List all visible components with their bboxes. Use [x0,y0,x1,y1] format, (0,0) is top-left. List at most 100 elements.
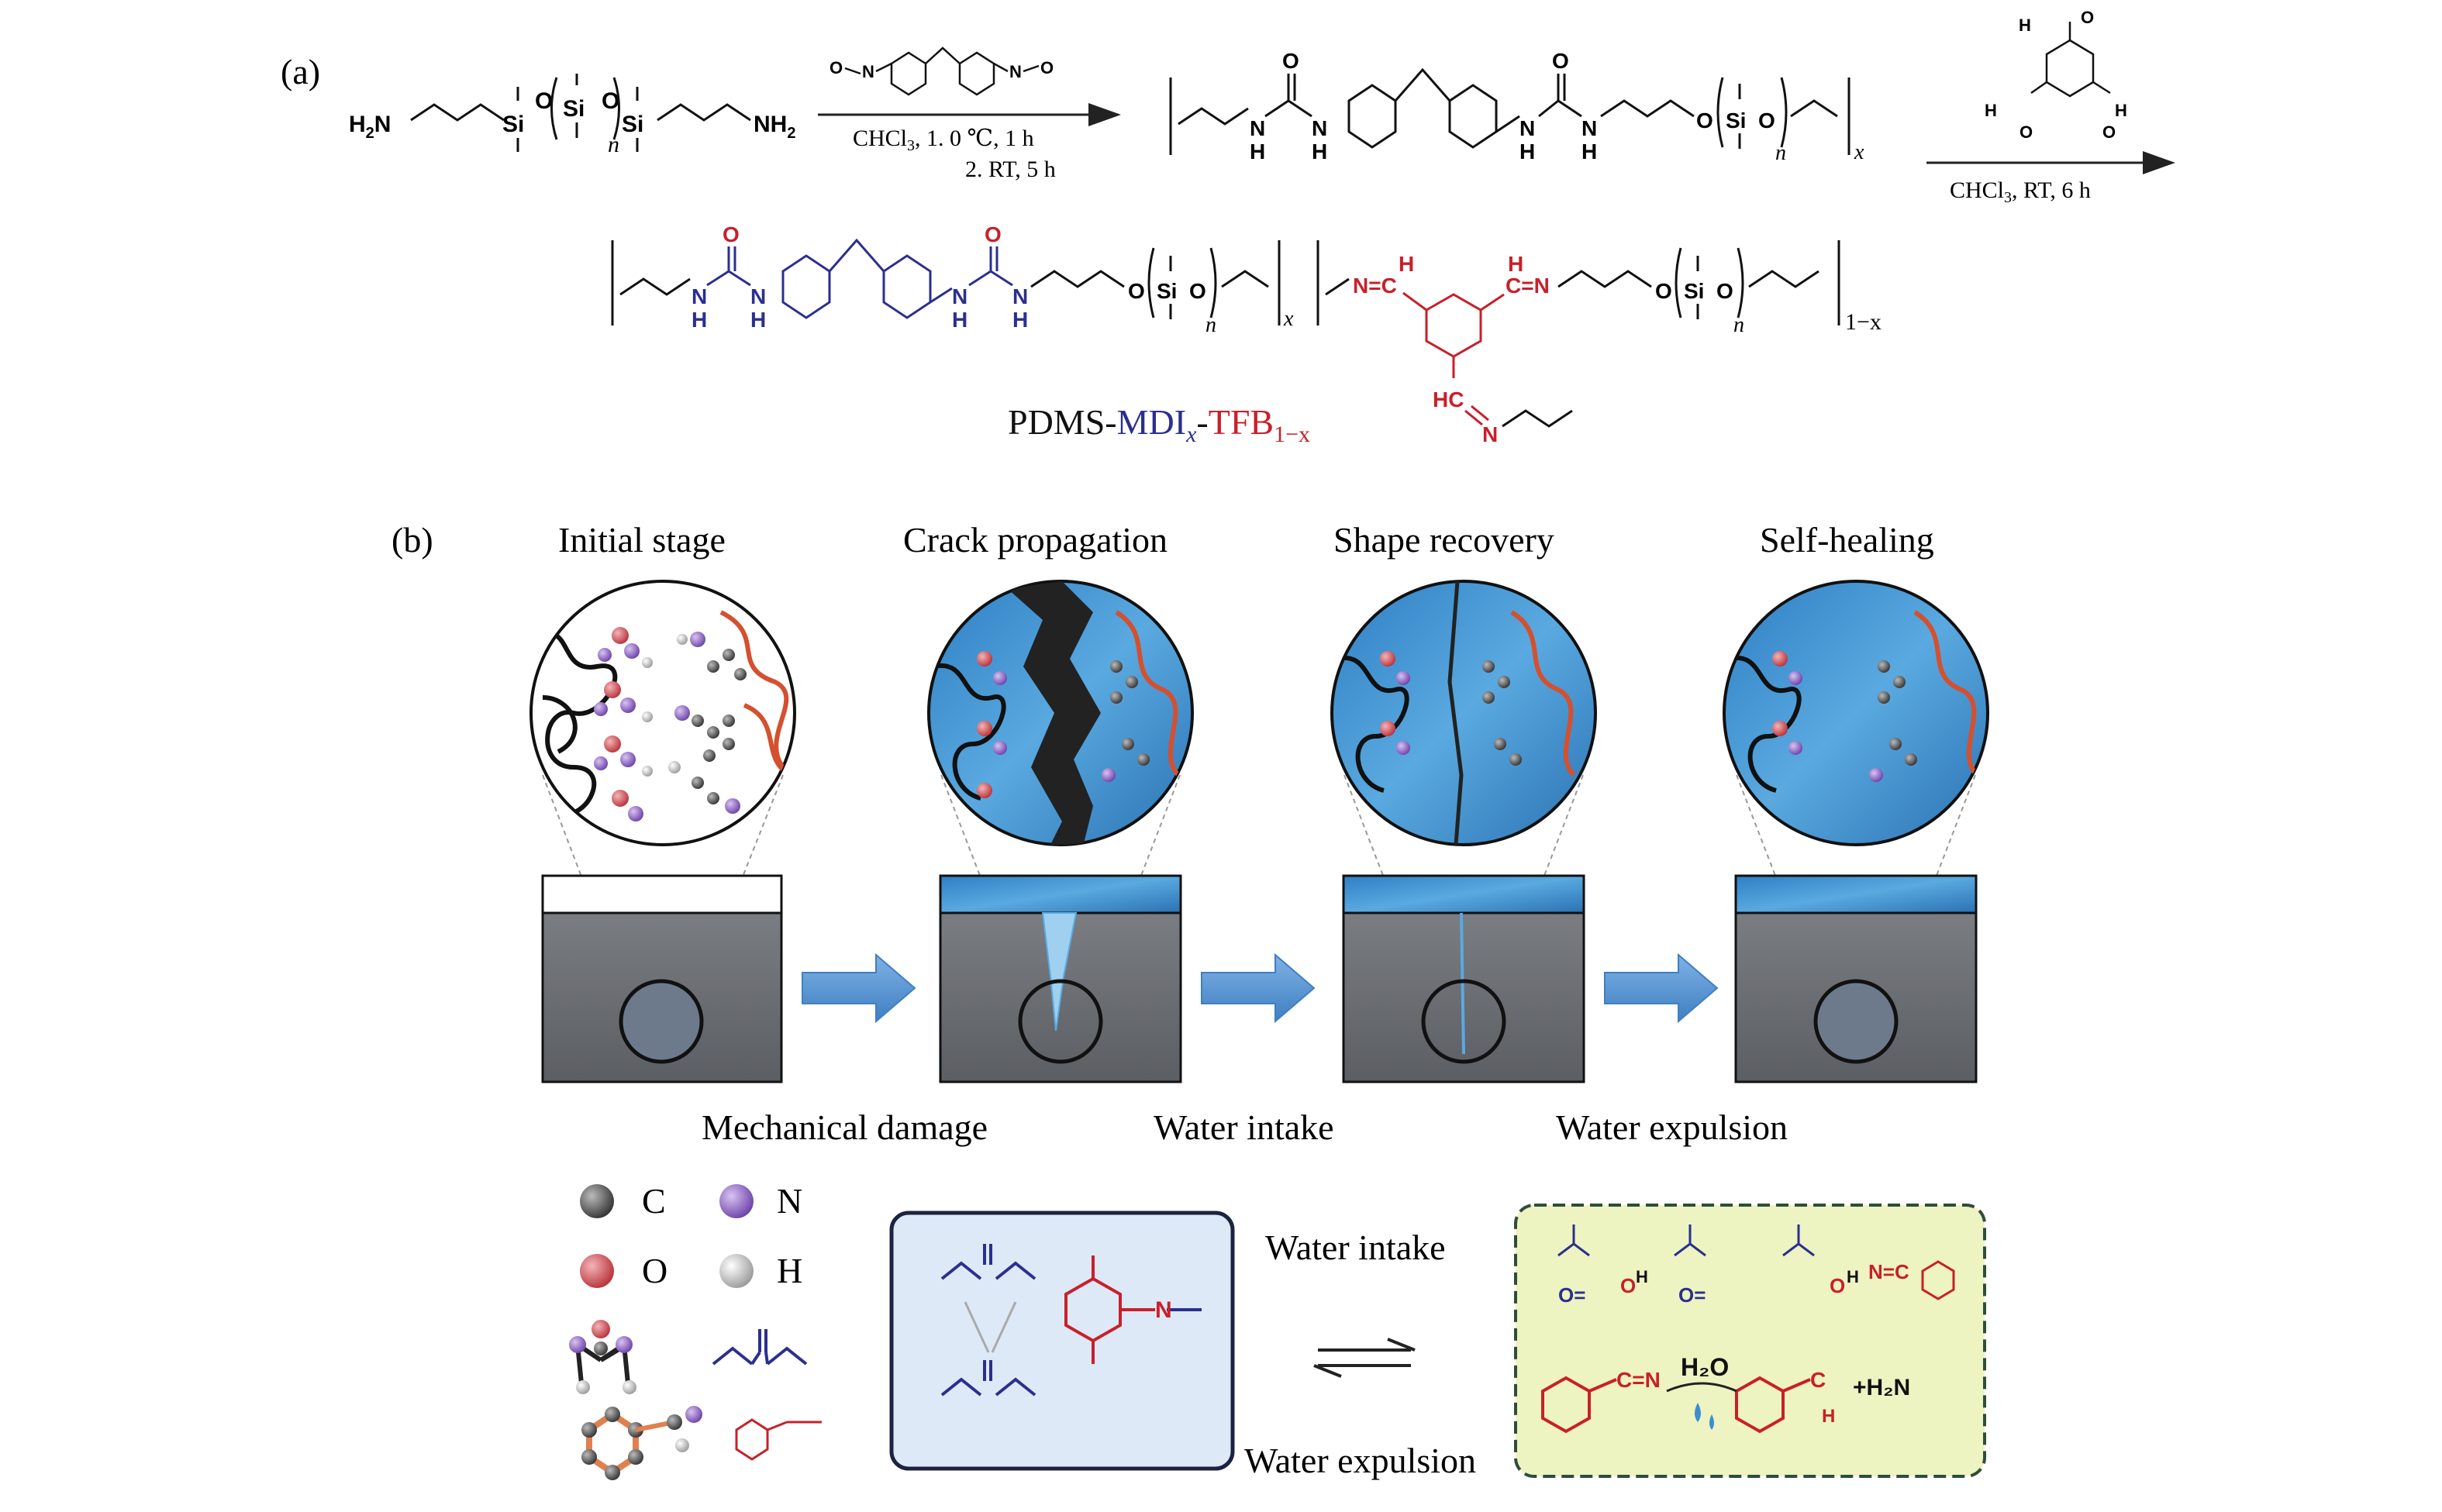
crack-wedge [1041,912,1078,1032]
intermediate-polymer: N H O N H N H O N H O Si [1169,49,1864,165]
condition-2: CHCl3, RT, 6 h [1950,177,2091,206]
svg-text:x: x [1854,140,1864,164]
svg-text:x: x [1283,307,1294,331]
svg-text:H: H [2115,101,2127,120]
legend-n: N [777,1181,802,1221]
svg-text:N: N [1250,116,1265,140]
stage-healing [1723,580,1989,1083]
svg-text:O: O [1830,1274,1845,1297]
zoom-region [1421,979,1506,1064]
svg-text:H: H [2019,15,2031,35]
svg-text:O: O [1655,279,1672,303]
svg-text:O: O [1189,279,1206,303]
svg-text:H: H [1399,252,1414,276]
svg-text:H: H [1822,1406,1835,1427]
urea-ball-stick-icon [569,1320,636,1394]
stage-title-crack: Crack propagation [903,520,1168,560]
n-1: n [608,132,619,157]
caption-water-intake: Water intake [1154,1107,1334,1147]
legend-o: O [642,1251,667,1290]
urea-line-icon [712,1329,808,1366]
healing-crack [1447,581,1464,845]
crack [1008,581,1101,845]
aromatic-ball-stick-icon [581,1406,702,1480]
nh2-nh: NH [754,112,787,137]
closed-crack [1460,912,1465,1055]
svg-text:N: N [750,284,766,308]
nh2-sub: 2 [787,125,795,142]
svg-text:O: O [1696,108,1713,133]
svg-text:O=: O= [1678,1283,1706,1307]
caption-mechanical-damage: Mechanical damage [702,1107,988,1147]
svg-text:N=C: N=C [1868,1260,1909,1283]
svg-text:O: O [723,222,740,246]
svg-text:H: H [692,308,707,332]
o-2: O [602,88,619,114]
svg-text:O: O [1552,49,1569,73]
h2n-label: +H₂N [1853,1375,1910,1400]
coating-layer-empty [541,874,783,914]
h2n-h: H [349,112,366,137]
aromatic-atoms [668,632,747,814]
si-2: Si [563,96,585,122]
svg-text:Si: Si [1157,279,1177,303]
svg-text:1−x: 1−x [1845,309,1882,335]
urea-atoms [594,627,653,821]
stage-initial [529,580,796,1083]
svg-text:N: N [1012,284,1028,308]
svg-text:O: O [1758,108,1775,133]
zoom-region [1813,979,1899,1064]
h2n-n: N [374,112,391,137]
svg-text:C=N: C=N [1506,274,1550,298]
h2o-label: H₂O [1681,1353,1729,1381]
svg-text:O: O [1040,58,1054,77]
condition-1-line2: 2. RT, 5 h [965,157,1056,182]
panel-b: (b) Initial stage Crack propagation Shap… [391,520,1989,1480]
svg-text:N: N [1519,116,1535,140]
reaction-arrow-2: H O H O H O CHCl3, RT, 6 h [1926,8,2175,206]
process-arrow-1 [802,952,916,1024]
h2n-sub: 2 [366,125,374,142]
si-3: Si [622,112,643,137]
oxygen-atom-icon [580,1254,614,1288]
svg-text:N: N [862,62,874,81]
nitrogen-atom-icon [719,1184,754,1218]
o-1: O [535,88,553,114]
svg-text:H: H [1581,139,1597,164]
stage-title-healing: Self-healing [1760,520,1934,560]
zoom-region [619,979,704,1064]
stage-title-initial: Initial stage [558,520,726,560]
panel-a-label: (a) [281,52,320,91]
svg-text:O: O [2019,122,2033,142]
coating-layer [1342,874,1585,914]
process-arrow-2 [1201,952,1316,1024]
condition-1-line1: CHCl3, 1. 0 ℃, 1 h [853,126,1034,154]
eq-water-expulsion: Water expulsion [1244,1441,1476,1480]
svg-text:O: O [985,222,1002,246]
svg-text:n: n [1775,141,1786,165]
svg-text:H2N: H2N [349,112,391,142]
svg-text:H: H [1985,101,1997,120]
atom-legend: C N O H [580,1181,802,1290]
si-1: Si [502,112,524,137]
svg-text:H: H [1508,252,1523,276]
product-name: PDMS-MDIx-TFB1−x [1008,402,1310,447]
zoom-circle [1330,580,1597,846]
svg-text:H: H [1847,1267,1859,1286]
panel-b-label: (b) [391,520,433,560]
svg-text:O: O [1716,279,1733,303]
svg-text:N: N [692,284,707,308]
svg-text:H: H [1250,139,1265,164]
svg-text:H: H [1519,139,1535,164]
svg-text:O: O [1128,279,1145,303]
zoom-circle [1723,580,1989,846]
svg-text:n: n [1205,313,1216,337]
wet-state-box: O= O H O= O H N=C C=N H₂O C H +H₂N [1514,1204,1986,1478]
eq-water-intake: Water intake [1265,1228,1446,1267]
svg-text:H: H [1636,1267,1648,1286]
svg-text:N: N [952,284,967,308]
svg-text:C: C [1810,1368,1826,1392]
svg-text:HC: HC [1433,387,1464,412]
svg-text:H: H [750,308,766,332]
